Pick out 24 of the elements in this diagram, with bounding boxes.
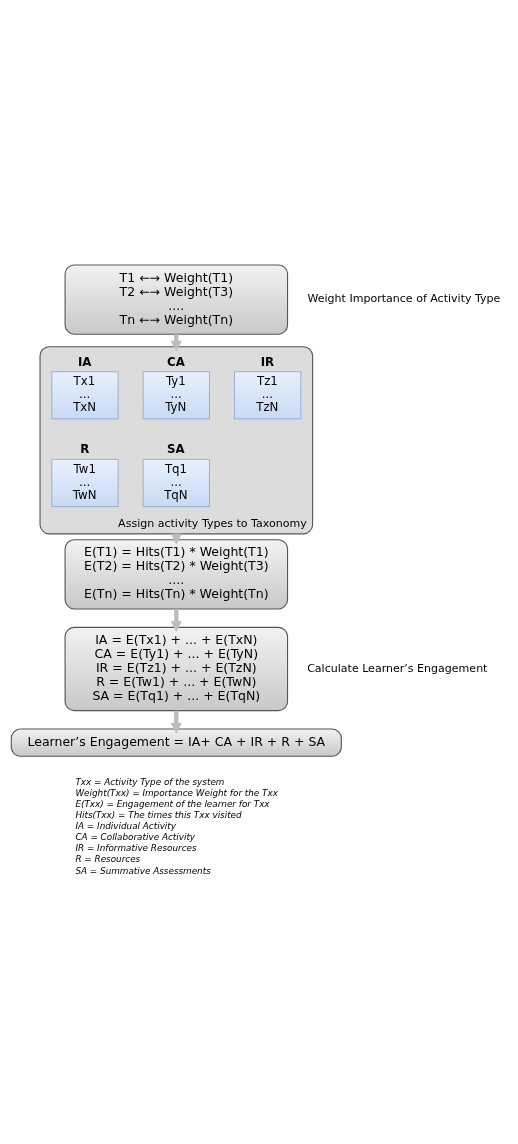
label: IA = Individual Activity — [75, 820, 177, 831]
node-box: E(T1) = Hits(T1) * Weight(T1) E(T2) = Hits(T2) * Weight(T3) .... E(Tn) = Hits(Tn) * Weight(Tn) — [64, 538, 289, 609]
arrow — [170, 333, 182, 351]
node-box: T1 ←→ Weight(T1) T2 ←→ Weight(T3) .... Tn ←→ Weight(Tn) — [64, 263, 289, 335]
label: IR = Informative Resources — [75, 842, 197, 853]
node-label: SA — [167, 441, 185, 456]
label: R = Resources — [75, 853, 141, 864]
label: CA = Collaborative Activity — [75, 831, 196, 842]
label: Calculate Learner’s Engagement — [307, 661, 488, 675]
arrow — [170, 710, 182, 734]
node-label: R — [80, 441, 90, 456]
node-label: IA — [77, 354, 92, 369]
node-label: Assign activity Types to Taxonomy — [118, 516, 307, 530]
label: Hits(Txx) = The times this Txx visited — [75, 809, 242, 820]
label: E(Txx) = Engagement of the learner for Txx — [75, 798, 270, 809]
node-box: IA = E(Tx1) + ... + E(TxN) CA = E(Ty1) + ... + E(TyN) IR = E(Tz1) + ... + E(TzN) R = E(Tw1) + ... + E(TwN) SA = E(Tq1) + ... + E(TqN) — [64, 626, 289, 711]
label: Txx = Activity Type of the system — [75, 776, 225, 787]
node-label: IR — [260, 354, 275, 369]
label: Weight(Txx) = Importance Weight for the Txx — [75, 787, 278, 798]
node-box: Learner’s Engagement = IA+ CA + IR + R + SA — [10, 728, 342, 757]
label: SA = Summative Assessments — [75, 865, 211, 875]
node-label: CA — [167, 354, 185, 369]
node-label: Weight Importance of Activity Type — [307, 291, 501, 305]
arrow — [170, 608, 182, 632]
